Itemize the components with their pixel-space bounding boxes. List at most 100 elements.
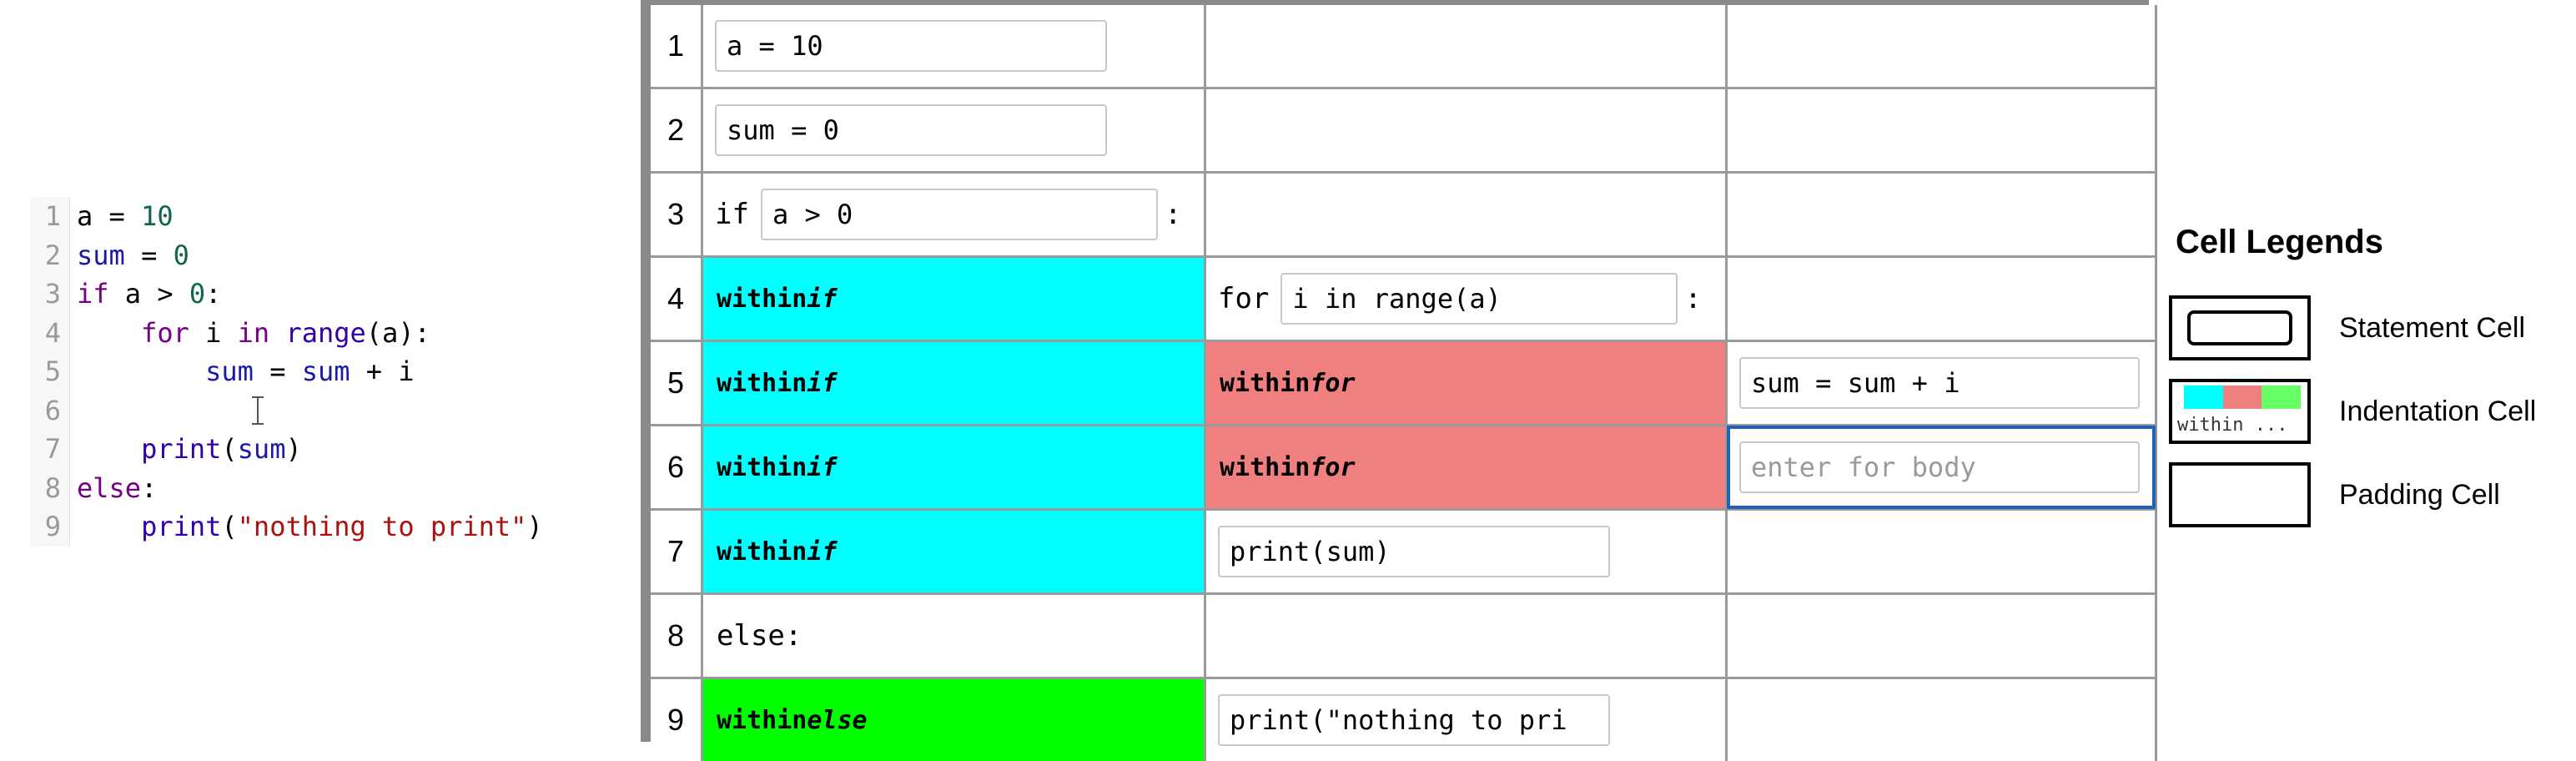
code-token [77,355,205,387]
padding-cell[interactable] [1728,5,2155,87]
statement-input[interactable]: a = 10 [715,20,1107,72]
row-number: 4 [651,258,701,340]
code-token: i [189,316,238,349]
padding-cell[interactable] [1206,5,1725,87]
indentation-cell-if[interactable]: within if [703,342,1204,424]
code-token: 0 [189,278,206,310]
code-token: for [141,316,189,349]
indentation-cell-if[interactable]: within if [703,258,1204,340]
code-token [77,433,141,465]
indentation-cell-else[interactable]: within else [703,679,1204,761]
legend-padding-label: Padding Cell [2339,478,2500,511]
else-cell[interactable]: else: [703,595,1204,677]
indentation-cell-if[interactable]: within if [703,511,1204,592]
legend-indentation-label: Indentation Cell [2339,395,2537,427]
code-token: else [77,471,142,504]
compound-statement-cell[interactable]: for i in range(a): [1206,258,1725,340]
condition-input[interactable]: a > 0 [760,189,1158,240]
code-token: if [77,278,109,310]
padding-cell[interactable] [1728,511,2155,592]
code-token: "nothing to print" [237,511,527,542]
legend-statement-swatch [2169,295,2311,360]
code-line[interactable]: 6 [30,391,543,430]
indent-keyword: for [1310,452,1356,482]
padding-cell[interactable] [1206,595,1725,677]
statement-cell[interactable]: sum = 0 [703,89,1204,171]
indent-keyword: if [807,368,838,398]
padding-cell[interactable] [1728,595,2155,677]
code-line[interactable]: 5 sum = sum + i [30,352,543,391]
legend-row-indentation: within ... Indentation Cell [2169,370,2536,453]
indent-keyword: if [807,452,838,482]
indent-label: within [717,705,808,735]
indent-label: within [717,537,808,567]
row-number: 9 [651,679,701,761]
padding-cell[interactable] [1728,89,2155,171]
statement-cell[interactable]: print("nothing to pri [1206,679,1725,761]
padding-cell[interactable] [1728,258,2155,340]
body-input[interactable]: enter for body [1739,441,2140,493]
code-line[interactable]: 7 print(sum) [30,430,543,469]
row-number: 6 [651,426,701,508]
code-line[interactable]: 9 print("nothing to print") [30,507,543,547]
code-token [269,317,285,349]
indentation-cell-if[interactable]: within if [703,426,1204,508]
legend-indentation-swatch: within ... [2169,379,2311,444]
statement-input[interactable]: print("nothing to pri [1218,694,1610,746]
code-token: : [141,471,158,504]
code-token: sum [77,239,125,271]
statement-cell[interactable]: sum = sum + i [1728,342,2155,424]
code-token: 10 [141,200,174,232]
statement-cell-active[interactable]: enter for body [1727,426,2156,509]
code-token: in [237,316,270,349]
statement-input[interactable]: sum = sum + i [1739,357,2140,409]
legend-statement-label: Statement Cell [2339,311,2525,344]
statement-input[interactable]: print(sum) [1218,526,1610,577]
code-line[interactable]: 4 for i in range(a): [30,313,543,352]
indentation-cell-for[interactable]: within for [1206,342,1725,424]
code-token [77,395,205,426]
code-token: ) [285,433,302,465]
padding-cell[interactable] [1728,679,2155,761]
statement-cell[interactable]: a = 10 [703,5,1204,87]
padding-cell[interactable] [1206,89,1725,171]
indentation-cell-for[interactable]: within for [1206,426,1725,508]
code-token: a [77,200,93,232]
condition-input[interactable]: i in range(a) [1280,273,1678,325]
legend-row-statement: Statement Cell [2169,286,2536,370]
padding-cell[interactable] [1206,174,1725,255]
row-number: 2 [651,89,701,171]
line-number: 9 [30,507,70,547]
indent-label: within [717,284,808,314]
row-number: 8 [651,595,701,677]
code-token: = [253,355,302,387]
indent-label: within [1220,452,1311,482]
legend-row-padding: Padding Cell [2169,453,2536,537]
padding-cell[interactable] [1728,174,2155,255]
line-number: 4 [30,313,70,352]
row-number: 3 [651,174,701,255]
code-text: sum = sum + i [70,352,414,391]
line-number: 6 [30,391,70,430]
colon: : [1684,282,1702,315]
code-token: a > [108,278,189,310]
statement-cell[interactable]: print(sum) [1206,511,1725,592]
line-number: 1 [30,197,70,236]
row-number: 5 [651,342,701,424]
statement-input[interactable]: sum = 0 [715,104,1107,156]
code-token: : [205,278,222,310]
code-token: = [93,200,142,232]
keyword-for: for [1218,282,1270,315]
row-number: 1 [651,5,701,87]
indent-label: within [717,368,808,398]
code-token: print [141,433,222,465]
code-token: ( [221,511,238,542]
keyword-else: else: [717,619,802,653]
